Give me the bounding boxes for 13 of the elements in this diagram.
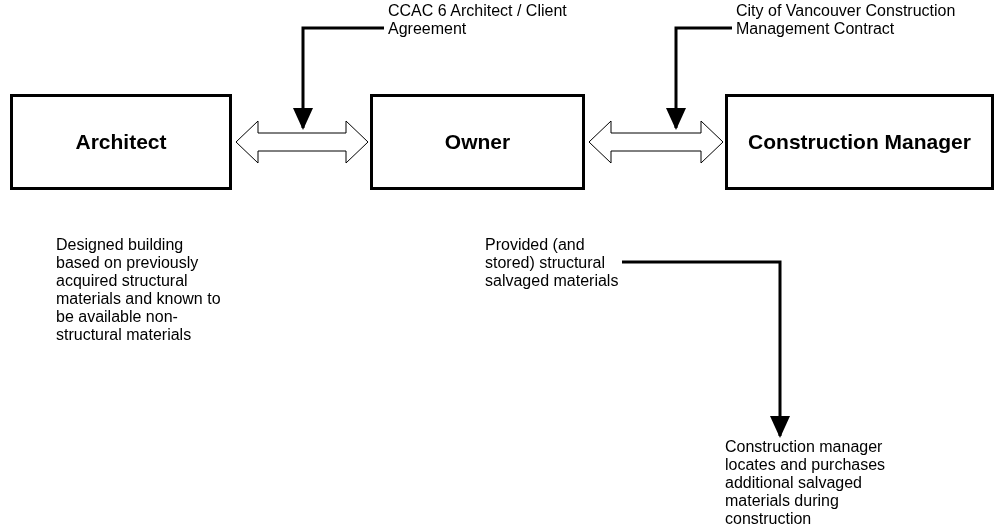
role-box: Owner: [370, 94, 585, 190]
leader-line: [666, 26, 732, 130]
double-arrow: [235, 120, 369, 164]
role-box: Construction Manager: [725, 94, 994, 190]
double-arrow: [588, 120, 724, 164]
note-text: City of Vancouver Construction Management Contract: [736, 2, 966, 64]
arrow: [622, 260, 790, 438]
leader-line: [293, 26, 384, 130]
note-text: Provided (and stored) structural salvaged materials: [485, 236, 620, 316]
note-text: Construction manager locates and purchases additional salvaged materials during construction: [725, 438, 925, 528]
description-text: Designed building based on previously acquired structural materials and known to be available non-structural materials: [56, 236, 222, 344]
role-box: Architect: [10, 94, 232, 190]
note-text: CCAC 6 Architect / Client Agreement: [388, 2, 578, 64]
